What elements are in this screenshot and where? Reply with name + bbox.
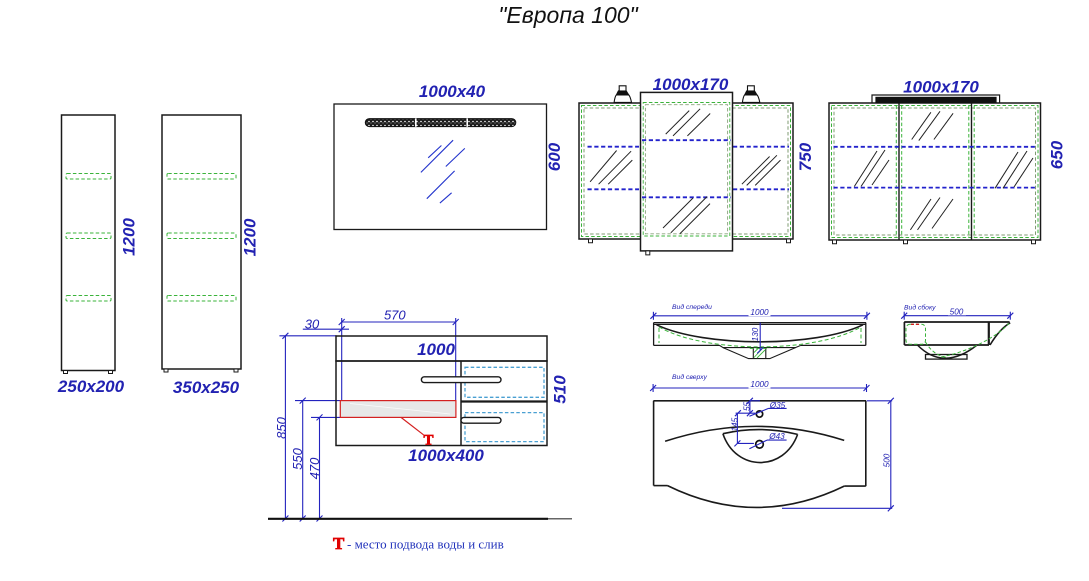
svg-text:550: 550: [290, 447, 305, 469]
svg-text:510: 510: [551, 375, 570, 404]
svg-text:1200: 1200: [241, 218, 260, 256]
svg-text:250x200: 250x200: [57, 377, 125, 396]
svg-text:1000x170: 1000x170: [903, 78, 979, 97]
svg-text:30: 30: [305, 317, 320, 332]
svg-text:750: 750: [796, 142, 815, 171]
svg-text:Вид спереди: Вид спереди: [672, 303, 712, 311]
svg-text:650: 650: [1048, 140, 1067, 169]
svg-text:1200: 1200: [120, 218, 139, 256]
svg-text:Вид сверху: Вид сверху: [672, 373, 707, 381]
svg-text:130: 130: [751, 327, 760, 341]
svg-text:- место подвода воды и слив: - место подвода воды и слив: [347, 537, 504, 552]
svg-text:Ø43: Ø43: [768, 432, 785, 441]
svg-text:"Европа 100": "Европа 100": [498, 2, 639, 28]
svg-text:570: 570: [384, 307, 406, 322]
svg-text:145: 145: [731, 417, 740, 431]
svg-text:55: 55: [742, 402, 751, 412]
svg-text:850: 850: [274, 416, 289, 438]
svg-text:1000x40: 1000x40: [419, 82, 486, 101]
svg-text:1000: 1000: [417, 340, 455, 359]
svg-text:470: 470: [307, 457, 322, 479]
svg-text:350x250: 350x250: [173, 378, 240, 397]
svg-text:1000: 1000: [750, 308, 769, 317]
svg-text:600: 600: [545, 142, 564, 171]
svg-text:Т: Т: [423, 433, 433, 449]
svg-text:1000x170: 1000x170: [653, 75, 729, 94]
svg-text:500: 500: [950, 308, 964, 317]
svg-text:1000: 1000: [750, 380, 769, 389]
svg-text:Т: Т: [333, 534, 345, 553]
svg-text:1000x400: 1000x400: [408, 446, 484, 465]
svg-text:500: 500: [883, 453, 892, 467]
svg-text:Ø35: Ø35: [769, 401, 786, 410]
svg-text:Вид сбоку: Вид сбоку: [904, 304, 936, 312]
